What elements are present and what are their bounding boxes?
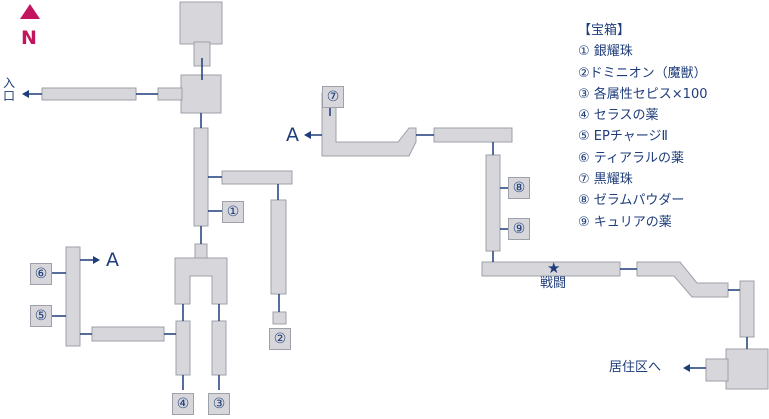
legend-item: ②ドミニオン（魔獣） <box>578 65 707 81</box>
legend-item: ⑤ EPチャージⅡ <box>578 129 668 145</box>
exit-a-east-label: A <box>286 124 299 146</box>
treasure-legend: 【宝箱】 ① 銀耀珠 ②ドミニオン（魔獣） ③ 各属性セピス×100 ④ セラス… <box>578 20 708 233</box>
arrowhead-entrance <box>22 90 29 98</box>
corridor-east-upper <box>433 127 513 143</box>
room-residential <box>725 348 769 390</box>
legend-item: ① 銀耀珠 <box>578 44 633 60</box>
arrowhead-a-west <box>93 256 100 264</box>
legend-item: ⑨ キュリアの薬 <box>578 214 672 230</box>
entrance-label: 入口 <box>3 76 16 103</box>
corridor-residential-down <box>739 280 755 338</box>
chest-badge-4: ④ <box>172 393 194 415</box>
chest-badge-5: ⑤ <box>30 305 52 327</box>
chest-badge-6: ⑥ <box>30 263 52 285</box>
chest-badge-1: ① <box>222 201 244 223</box>
star-icon: ★ <box>547 259 561 277</box>
corridor-branch-east <box>221 170 293 185</box>
legend-item: ③ 各属性セピス×100 <box>578 86 708 102</box>
compass-arrow-icon <box>20 4 40 19</box>
chest-badge-3: ③ <box>208 393 230 415</box>
corridor-east-down <box>485 154 501 252</box>
exit-a-west-label: A <box>106 249 119 271</box>
corridor-main-vertical <box>193 127 209 227</box>
corridor-east-vertical <box>270 199 287 295</box>
corridor-fork-right <box>211 320 227 376</box>
battle-label: 戦闘 <box>540 276 567 291</box>
legend-item: ④ セラスの薬 <box>578 108 659 124</box>
corridor-to-entrance <box>41 87 137 101</box>
room-north-top <box>179 1 223 45</box>
corridor-east-slant <box>636 261 729 298</box>
arrowhead-a-east <box>304 131 311 139</box>
corridor-fork-left <box>175 320 191 376</box>
room-fork <box>174 257 228 305</box>
legend-item: ⑦ 黒耀珠 <box>578 172 633 188</box>
room-chest-2-spur <box>272 311 287 325</box>
compass-north-label: N <box>21 27 37 49</box>
chest-badge-9: ⑨ <box>508 218 530 240</box>
legend-item: ⑧ ゼラムパウダー <box>578 193 685 209</box>
corridor-southwest <box>91 326 165 342</box>
corridor-far-west <box>65 246 81 347</box>
residential-exit-label: 居住区へ <box>609 360 662 375</box>
room-hub <box>180 74 222 114</box>
legend-item: ⑥ ティアラルの薬 <box>578 150 685 166</box>
chest-badge-8: ⑧ <box>508 177 530 199</box>
arrowhead-residential <box>683 364 690 372</box>
chest-badge-7: ⑦ <box>322 86 344 108</box>
corridor-residential-exit <box>705 358 729 382</box>
legend-title: 【宝箱】 <box>578 23 631 38</box>
corridor-entrance-link <box>157 87 183 101</box>
chest-badge-2: ② <box>269 328 291 350</box>
